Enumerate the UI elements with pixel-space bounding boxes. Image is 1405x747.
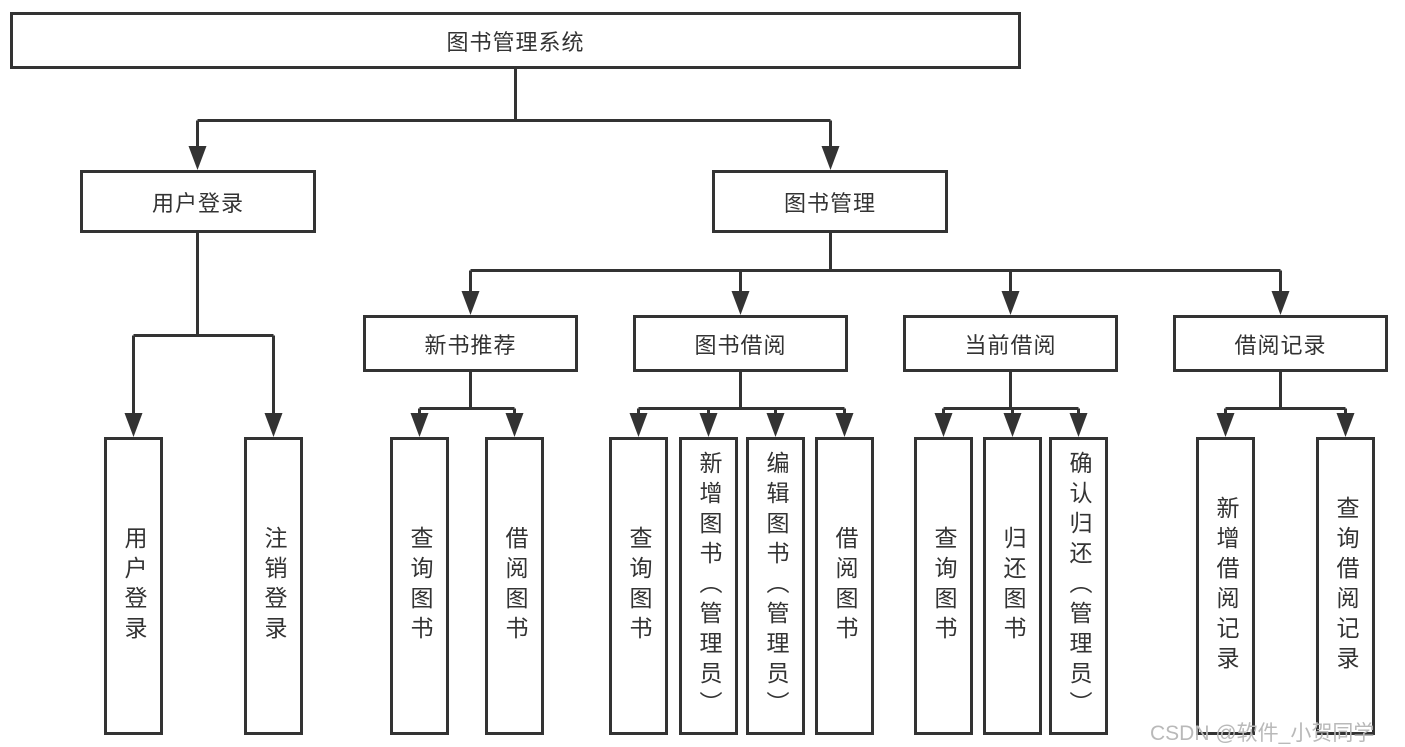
node-book-mgmt-label: 图书管理 [783,190,876,216]
connector-root-to-level2 [196,67,832,150]
connector-user-login-to-leaves [132,232,275,417]
leaf-current-query-books: 查询图书 [914,437,973,735]
leaf-current-query-books-label: 查询图书 [931,526,957,646]
leaf-newbook-query-books-label: 查询图书 [407,526,433,646]
node-current-borrow: 当前借阅 [903,315,1118,372]
leaf-borrow-edit-books-admin: 编辑图书（管理员） [746,437,805,735]
node-book-borrow-label: 图书借阅 [694,332,787,358]
arrowheads-level2 [188,146,840,170]
leaf-borrow-query-books: 查询图书 [609,437,668,735]
leaf-borrow-borrow-books-label: 借阅图书 [832,526,858,646]
connector-current-borrow-to-leaves [942,370,1080,417]
node-book-mgmt: 图书管理 [712,170,948,233]
leaf-records-query-record-label: 查询借阅记录 [1333,496,1359,676]
node-current-borrow-label: 当前借阅 [964,332,1057,358]
leaf-borrow-query-books-label: 查询图书 [626,526,652,646]
connector-book-mgmt-to-groups [469,232,1282,295]
leaf-borrow-borrow-books: 借阅图书 [815,437,874,735]
leaf-borrow-add-books-admin: 新增图书（管理员） [679,437,738,735]
leaf-newbook-borrow-books-label: 借阅图书 [502,526,528,646]
leaf-logout: 注销登录 [244,437,303,735]
node-root-label: 图书管理系统 [446,29,585,55]
leaf-current-return-books-label: 归还图书 [1000,526,1026,646]
node-book-borrow: 图书借阅 [633,315,848,372]
leaf-newbook-query-books: 查询图书 [390,437,449,735]
arrowheads-level3 [461,291,1290,315]
arrowheads-leaves [124,413,1355,437]
leaf-current-confirm-return-admin-label: 确认归还（管理员） [1066,451,1092,721]
leaf-user-login: 用户登录 [104,437,163,735]
leaf-records-add-record-label: 新增借阅记录 [1213,496,1239,676]
node-borrow-records-label: 借阅记录 [1234,332,1327,358]
node-user-login: 用户登录 [80,170,316,233]
node-borrow-records: 借阅记录 [1173,315,1388,372]
leaf-current-return-books: 归还图书 [983,437,1042,735]
node-new-book-recommend-label: 新书推荐 [424,332,517,358]
leaf-borrow-add-books-admin-label: 新增图书（管理员） [696,451,722,721]
leaf-logout-label: 注销登录 [261,526,287,646]
watermark: CSDN @软件_小贺同学 [1150,722,1375,745]
connector-new-book-to-leaves [418,370,516,417]
connector-book-borrow-to-leaves [637,370,846,417]
connector-borrow-records-to-leaves [1224,370,1347,417]
leaf-records-query-record: 查询借阅记录 [1316,437,1375,735]
leaf-newbook-borrow-books: 借阅图书 [485,437,544,735]
node-user-login-label: 用户登录 [151,190,244,216]
node-new-book-recommend: 新书推荐 [363,315,578,372]
leaf-records-add-record: 新增借阅记录 [1196,437,1255,735]
node-root: 图书管理系统 [10,12,1021,69]
leaf-current-confirm-return-admin: 确认归还（管理员） [1049,437,1108,735]
leaf-borrow-edit-books-admin-label: 编辑图书（管理员） [763,451,789,721]
leaf-user-login-label: 用户登录 [121,526,147,646]
